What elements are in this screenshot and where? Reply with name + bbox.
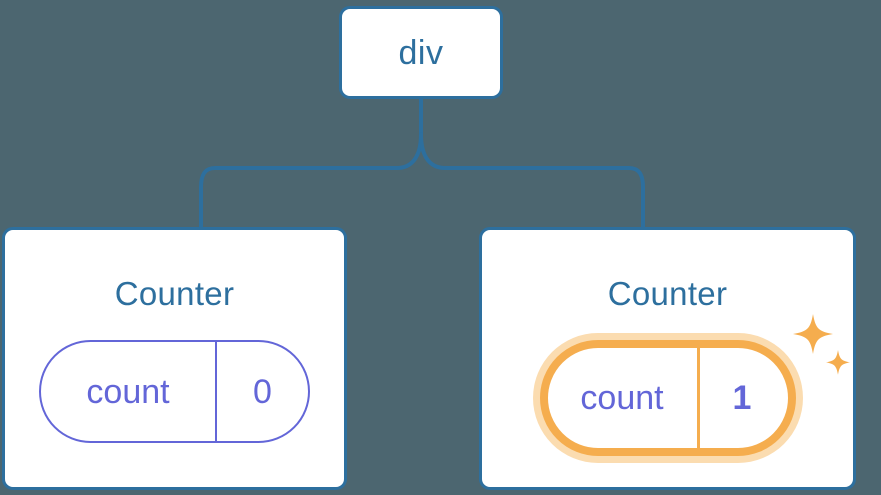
node-counter-left-title: Counter [114,275,235,312]
connector-to-right-child [419,132,645,229]
state-pill-right-highlighted[interactable]: count 1 [539,340,796,456]
node-div[interactable]: div [339,6,503,99]
state-value-left: 0 [253,372,272,411]
state-pill-wrapper-right: count 1 [539,314,850,456]
state-value-right: 1 [732,379,752,417]
node-div-label: div [398,33,444,72]
node-counter-left[interactable]: Counter count 0 [2,227,347,490]
sparkles-icon [792,314,850,375]
sparkle-large-icon [792,314,833,354]
state-pill-wrapper-left: count 0 [39,340,310,443]
node-counter-right[interactable]: Counter count 1 [479,227,856,490]
state-key-left: count [41,342,217,441]
state-pill-left[interactable]: count 0 [39,340,310,443]
connector-to-left-child [199,132,423,229]
sparkle-small-icon [825,350,850,375]
node-counter-right-title: Counter [607,275,728,312]
state-key-right: count [548,348,700,448]
